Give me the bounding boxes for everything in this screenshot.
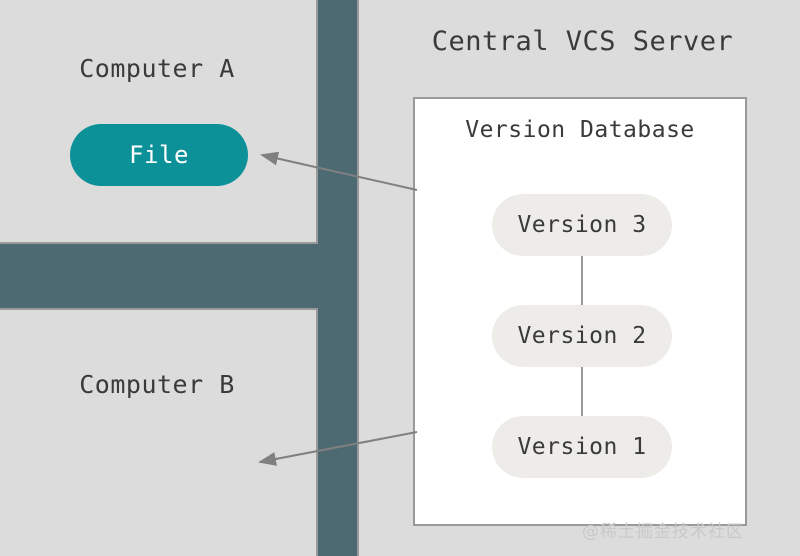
version-connector-2-1 (581, 367, 583, 416)
version-pill-3[interactable]: Version 3 (492, 194, 672, 256)
version-pill-2[interactable]: Version 2 (492, 305, 672, 367)
version-connector-3-2 (581, 256, 583, 305)
watermark-text: @稀土掘金技术社区 (582, 522, 744, 542)
version-database-title: Version Database (465, 117, 695, 143)
version-pill-1[interactable]: Version 1 (492, 416, 672, 478)
central-vcs-server-title: Central VCS Server (431, 26, 734, 57)
computer-b-title: Computer B (79, 370, 235, 399)
computer-a-title: Computer A (79, 54, 235, 83)
computer-b-panel: Computer B File (0, 308, 318, 556)
computer-a-panel: Computer A File (0, 0, 318, 244)
version-database-box: Version Database Version 3 Version 2 Ver… (413, 97, 747, 526)
computer-a-file-pill[interactable]: File (70, 124, 248, 186)
